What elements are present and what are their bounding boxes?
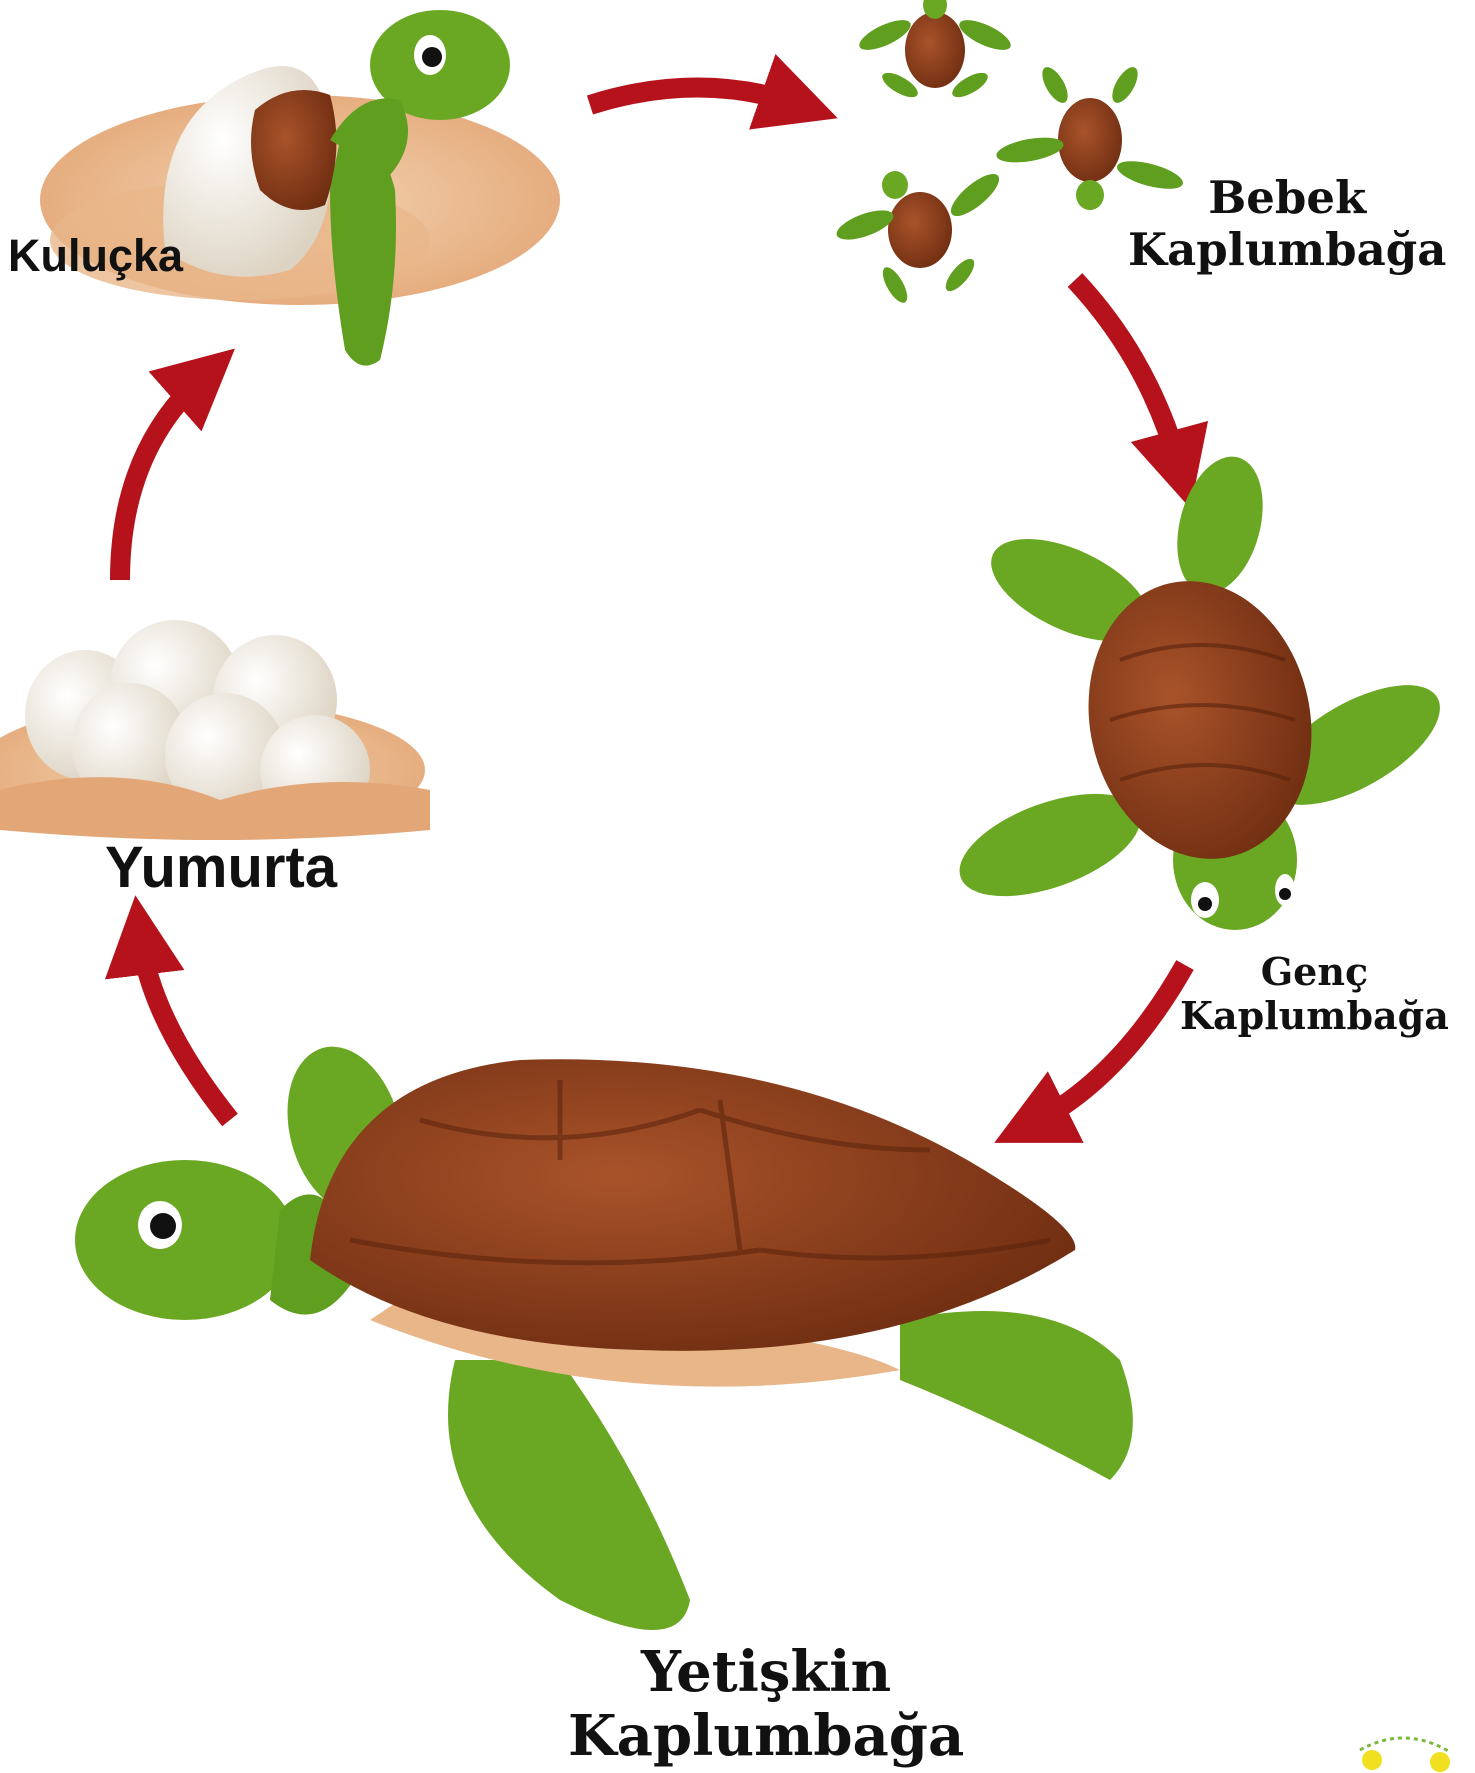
eggs-illustration	[0, 620, 430, 840]
hatching-illustration	[40, 10, 560, 366]
juvenile-turtle-label-line1: Genç	[1180, 950, 1449, 994]
baby-turtle-label: Bebek Kaplumbağa	[1128, 172, 1446, 276]
juvenile-turtle-label-line2: Kaplumbağa	[1180, 994, 1449, 1038]
baby-turtle-label-line1: Bebek	[1128, 172, 1446, 224]
hatching-label: Kuluçka	[8, 230, 183, 282]
arrow-baby-to-juvenile	[1075, 280, 1180, 470]
arrow-adult-to-egg	[140, 935, 230, 1120]
baby-turtle-label-line2: Kaplumbağa	[1128, 224, 1446, 276]
adult-turtle-label: Yetişkin Kaplumbağa	[568, 1640, 964, 1769]
arrow-egg-to-hatching	[120, 375, 205, 580]
juvenile-turtle-label: Genç Kaplumbağa	[1180, 950, 1449, 1037]
juvenile-turtle-illustration	[946, 447, 1458, 930]
egg-label: Yumurta	[105, 835, 337, 902]
arrow-hatching-to-baby	[590, 88, 800, 106]
arrow-juvenile-to-adult	[1030, 965, 1185, 1125]
adult-turtle-label-line1: Yetişkin	[568, 1640, 964, 1704]
flower-decoration	[1360, 1738, 1450, 1772]
adult-turtle-label-line2: Kaplumbağa	[568, 1704, 964, 1768]
adult-turtle-illustration	[75, 1034, 1133, 1630]
